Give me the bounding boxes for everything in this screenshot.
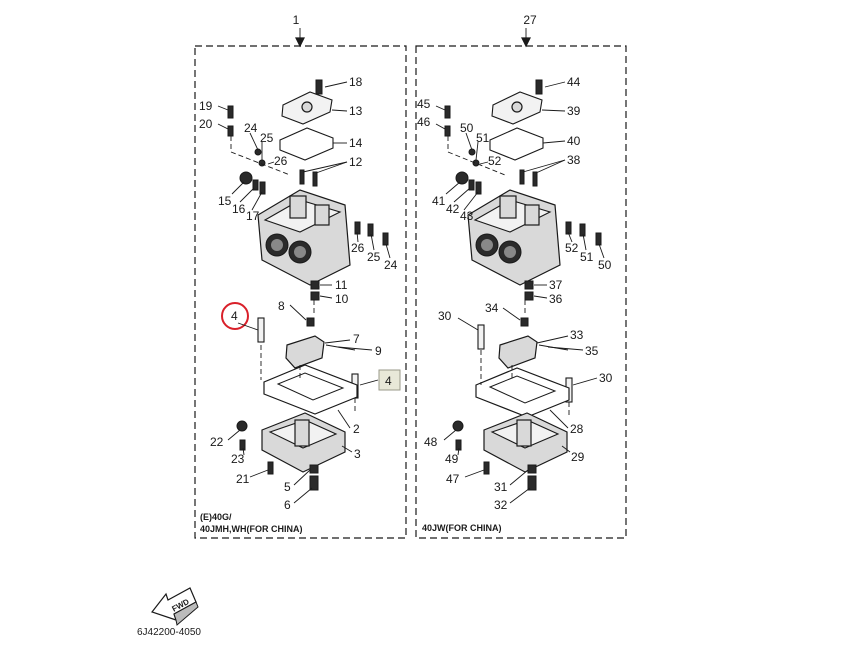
callout-left-24b[interactable]: 24 (384, 258, 398, 272)
callout-right-41[interactable]: 41 (432, 194, 446, 208)
callout-left-22[interactable]: 22 (210, 435, 224, 449)
callout-right-32[interactable]: 32 (494, 498, 508, 512)
callout-left-11[interactable]: 11 (335, 278, 348, 292)
callout-right-47[interactable]: 47 (446, 472, 460, 486)
highlight-box (378, 369, 401, 391)
callout-right-52[interactable]: 52 (488, 154, 502, 168)
callout-left-26b[interactable]: 26 (351, 241, 365, 255)
callout-left-13[interactable]: 13 (349, 104, 363, 118)
assembly-number-right[interactable]: 27 (523, 13, 537, 27)
callout-left-10[interactable]: 10 (335, 292, 349, 306)
callout-left-21[interactable]: 21 (236, 472, 250, 486)
callout-right-52b[interactable]: 52 (565, 241, 579, 255)
callout-right-49[interactable]: 49 (445, 452, 459, 466)
callout-left-26[interactable]: 26 (274, 154, 288, 168)
callout-left-2[interactable]: 2 (353, 422, 360, 436)
callout-right-48[interactable]: 48 (424, 435, 438, 449)
callout-right-37[interactable]: 37 (549, 278, 563, 292)
callouts-right: 44 39 40 38 45 46 50 51 52 41 42 43 52 5… (417, 75, 613, 512)
callout-left-25[interactable]: 25 (260, 131, 274, 145)
callout-right-38[interactable]: 38 (567, 153, 581, 167)
callout-right-51[interactable]: 51 (476, 131, 490, 145)
callout-right-28[interactable]: 28 (570, 422, 584, 436)
callout-left-23[interactable]: 23 (231, 452, 245, 466)
callout-right-44[interactable]: 44 (567, 75, 581, 89)
fwd-arrow-icon: FWD (151, 587, 199, 626)
caption-left-line1: (E)40G/ (200, 512, 232, 522)
callout-left-15[interactable]: 15 (218, 194, 232, 208)
carburetor-left (227, 79, 389, 491)
callout-right-29[interactable]: 29 (571, 450, 585, 464)
callout-left-24[interactable]: 24 (244, 121, 258, 135)
callout-left-19[interactable]: 19 (199, 99, 213, 113)
drawing-number: 6J42200-4050 (137, 627, 201, 638)
callout-right-31[interactable]: 31 (494, 480, 508, 494)
callout-right-40[interactable]: 40 (567, 134, 581, 148)
callout-right-42[interactable]: 42 (446, 202, 460, 216)
callout-right-39[interactable]: 39 (567, 104, 581, 118)
callout-left-7[interactable]: 7 (353, 332, 360, 346)
callout-right-30[interactable]: 30 (438, 309, 452, 323)
callout-right-33[interactable]: 33 (570, 328, 584, 342)
callout-left-18[interactable]: 18 (349, 75, 363, 89)
callout-right-50b[interactable]: 50 (598, 258, 612, 272)
caption-right: 40JW(FOR CHINA) (422, 523, 502, 533)
highlight-circle (221, 302, 249, 330)
callout-left-25b[interactable]: 25 (367, 250, 381, 264)
callout-right-43[interactable]: 43 (460, 209, 474, 223)
callouts-left: 18 13 14 12 19 20 24 25 26 15 16 17 26 2… (199, 75, 398, 512)
callout-left-3[interactable]: 3 (354, 447, 361, 461)
caption-left-line2: 40JMH,WH(FOR CHINA) (200, 524, 303, 534)
callout-right-45[interactable]: 45 (417, 97, 431, 111)
callout-left-5[interactable]: 5 (284, 480, 291, 494)
carburetor-right (444, 79, 602, 491)
callout-left-4-circled[interactable]: 4 (231, 309, 238, 323)
callout-right-35[interactable]: 35 (585, 344, 599, 358)
callout-right-51b[interactable]: 51 (580, 250, 594, 264)
callout-right-50[interactable]: 50 (460, 121, 474, 135)
callout-left-12[interactable]: 12 (349, 155, 363, 169)
callout-left-17[interactable]: 17 (246, 209, 260, 223)
callout-right-36[interactable]: 36 (549, 292, 563, 306)
callout-right-30b[interactable]: 30 (599, 371, 613, 385)
callout-left-6[interactable]: 6 (284, 498, 291, 512)
callout-right-46[interactable]: 46 (417, 115, 431, 129)
callout-left-4-boxed[interactable]: 4 (385, 374, 392, 388)
callout-left-16[interactable]: 16 (232, 202, 246, 216)
callout-left-8[interactable]: 8 (278, 299, 285, 313)
callout-left-9[interactable]: 9 (375, 344, 382, 358)
callout-left-14[interactable]: 14 (349, 136, 363, 150)
assembly-frame-right (415, 45, 627, 539)
assembly-frame-left (194, 45, 407, 539)
assembly-number-left[interactable]: 1 (293, 13, 300, 27)
callout-left-20[interactable]: 20 (199, 117, 213, 131)
callout-right-34[interactable]: 34 (485, 301, 499, 315)
